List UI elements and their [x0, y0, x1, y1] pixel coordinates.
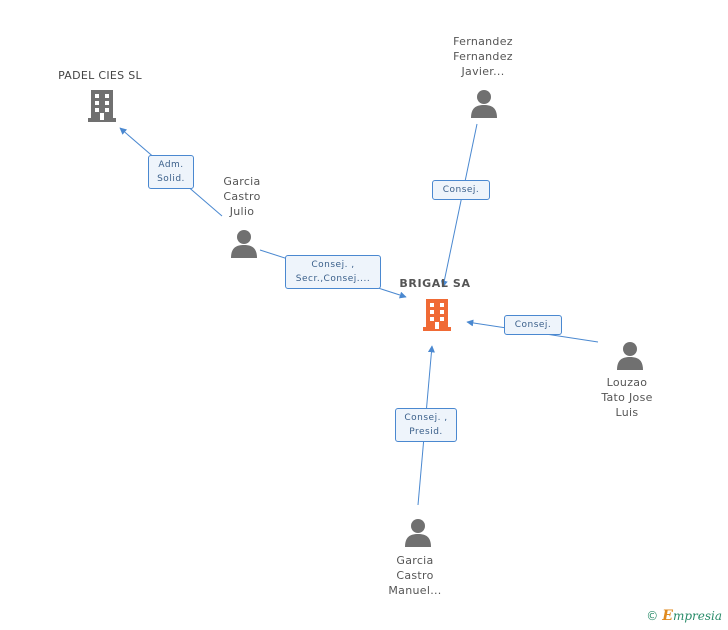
padel-cies-label[interactable]: PADEL CIES SL: [58, 69, 142, 82]
fernandez-label[interactable]: Fernandez Fernandez Javier...: [453, 35, 513, 78]
person-icon[interactable]: [470, 89, 498, 118]
copyright-symbol: ©: [646, 609, 659, 623]
edge-label-adm-solid[interactable]: Adm. Solid.: [148, 155, 194, 189]
brigal-sa-label[interactable]: BRIGAL SA: [399, 277, 471, 290]
garcia-manuel-label[interactable]: Garcia Castro Manuel...: [388, 554, 442, 597]
person-icon[interactable]: [616, 341, 644, 370]
edge-label-consej-fernandez[interactable]: Consej.: [432, 180, 490, 200]
edge-fernandez-to-brigal: [440, 123, 478, 288]
copyright-brand[interactable]: ©Empresia: [646, 608, 722, 624]
edge-label-consej-louzao[interactable]: Consej.: [504, 315, 562, 335]
building-icon[interactable]: [86, 88, 118, 122]
brand-logo-initial: E: [662, 608, 673, 624]
person-icon[interactable]: [404, 518, 432, 547]
edge-label-consej-secr[interactable]: Consej. , Secr.,Consej....: [285, 255, 381, 289]
garcia-julio-label[interactable]: Garcia Castro Julio: [223, 175, 261, 218]
brand-logo-text: mpresia: [672, 609, 722, 623]
building-icon[interactable]: [421, 297, 453, 331]
edge-label-consej-presid[interactable]: Consej. , Presid.: [395, 408, 457, 442]
louzao-label[interactable]: Louzao Tato Jose Luis: [601, 376, 653, 419]
person-icon[interactable]: [230, 229, 258, 258]
